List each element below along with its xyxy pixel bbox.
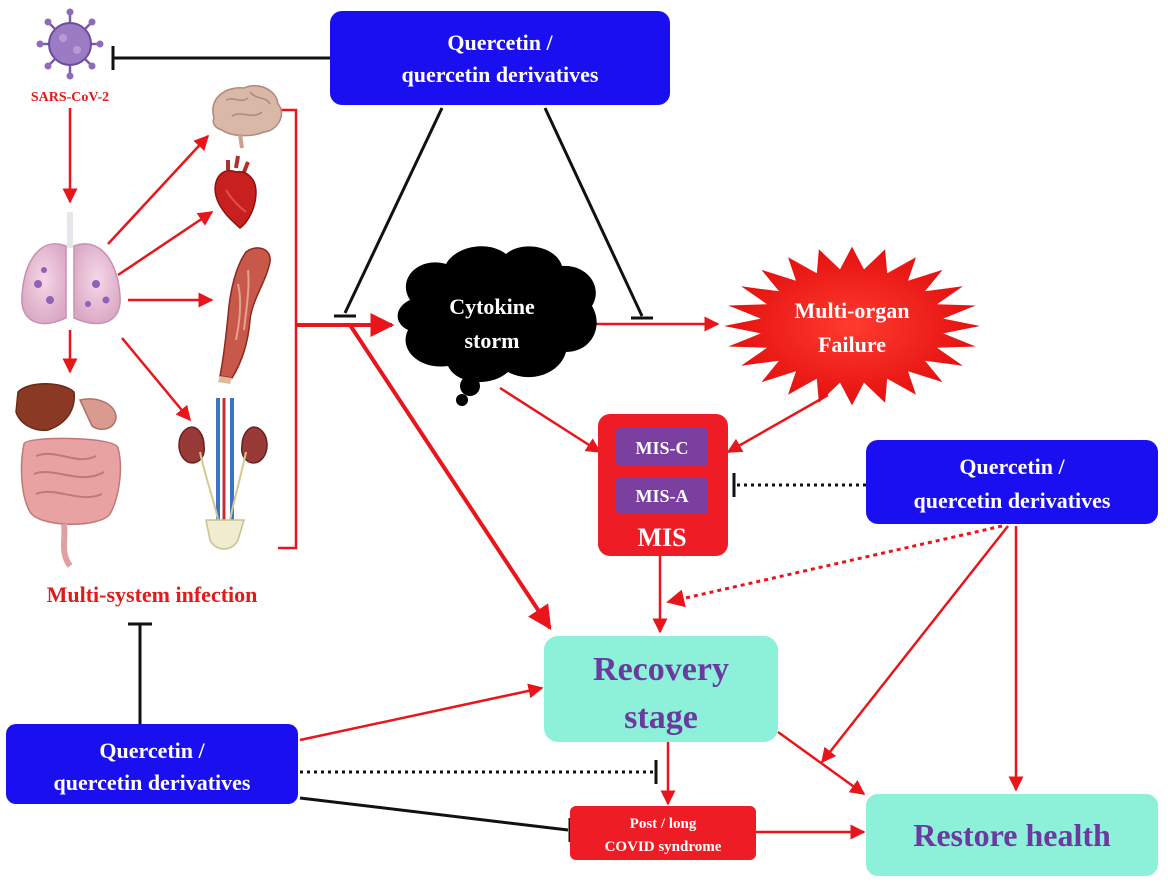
post-covid-line2: COVID syndrome [605, 839, 722, 855]
kidneys-icon [178, 398, 268, 550]
quercetin-box-bottom: Quercetin / quercetin derivatives [6, 724, 298, 804]
quercetin-top-line2: quercetin derivatives [402, 62, 599, 87]
virus-label: SARS-CoV-2 [31, 90, 109, 105]
cytokine-storm-cloud: Cytokine storm [397, 246, 597, 406]
virus-icon [36, 8, 104, 80]
inhibit-failure-line [543, 107, 644, 317]
arrow-lungs-brain [107, 134, 210, 245]
restore-label: Restore health [913, 817, 1111, 853]
arm-muscle-icon [218, 247, 271, 384]
brain-icon [212, 84, 283, 149]
arrow-infection-recovery [348, 323, 552, 631]
arrow-failure-mis [726, 393, 829, 454]
recovery-line1: Recovery [593, 651, 729, 688]
recovery-line2: stage [624, 699, 698, 736]
organ-bracket [278, 108, 298, 550]
arrow-quercetin-restore-a [821, 525, 1009, 764]
heart-icon [214, 155, 257, 229]
arrow-lungs-heart [117, 210, 214, 277]
infection-label: Multi-system infection [47, 582, 258, 607]
failure-line2: Failure [818, 332, 886, 357]
quercetin-top-line1: Quercetin / [447, 30, 553, 55]
inhibit-cytokine-line [343, 107, 444, 314]
quercetin-right-line2: quercetin derivatives [914, 488, 1111, 513]
cytokine-line2: storm [465, 328, 520, 353]
quercetin-bottom-line1: Quercetin / [99, 738, 205, 763]
arrow-recovery-restore [777, 730, 866, 796]
arrow-lungs-kidneys [121, 337, 191, 422]
multi-organ-failure-burst: Multi-organ Failure [724, 246, 980, 406]
digestive-system-icon [15, 383, 122, 568]
restore-health-box: Restore health [866, 794, 1158, 876]
quercetin-box-right: Quercetin / quercetin derivatives [866, 440, 1158, 524]
quercetin-bottom-line2: quercetin derivatives [54, 770, 251, 795]
post-covid-box: Post / long COVID syndrome [570, 806, 756, 860]
connectors [62, 46, 1024, 842]
mis-label: MIS [637, 523, 686, 552]
arrow-cytokine-mis [499, 386, 602, 454]
cytokine-line1: Cytokine [449, 294, 535, 319]
lungs-icon [21, 212, 121, 325]
mis-a-label: MIS-A [636, 486, 689, 506]
arrow-quercetin-recovery-dotted [666, 524, 1003, 608]
mis-c-label: MIS-C [636, 438, 689, 458]
failure-line1: Multi-organ [795, 298, 910, 323]
post-covid-line1: Post / long [630, 816, 697, 832]
inhibit-postcovid-line [299, 796, 569, 832]
mis-box: MIS-C MIS-A MIS [598, 414, 728, 556]
recovery-stage-box: Recovery stage [544, 636, 778, 742]
burst-shape [724, 246, 980, 406]
quercetin-box-top: Quercetin / quercetin derivatives [330, 11, 670, 105]
arrow-quercetin-recovery [299, 683, 544, 742]
quercetin-right-line1: Quercetin / [959, 454, 1065, 479]
